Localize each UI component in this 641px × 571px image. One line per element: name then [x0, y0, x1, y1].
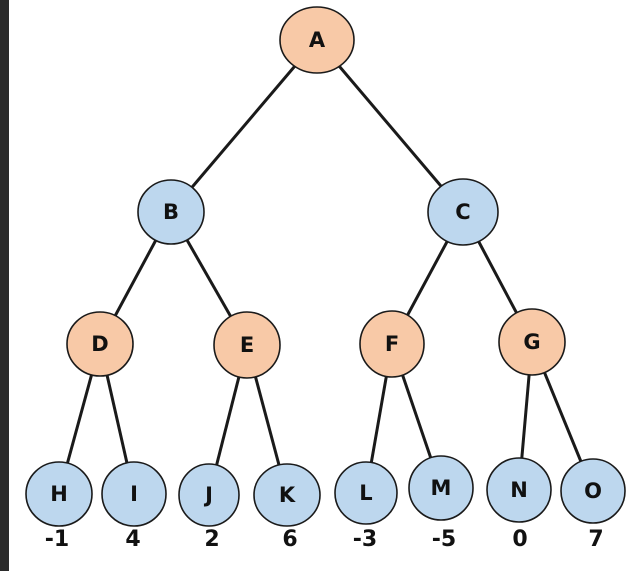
node-h: H	[25, 461, 93, 527]
node-g: G	[498, 308, 566, 376]
node-a: A	[279, 6, 355, 74]
edge-a-b	[169, 39, 319, 213]
node-m: M	[408, 455, 474, 521]
leaf-value-i: 4	[125, 527, 140, 552]
leaf-value-h: -1	[45, 527, 69, 552]
node-g-circle	[498, 308, 566, 376]
leaf-value-m: -5	[432, 527, 456, 552]
tree-diagram-svg: A B C D E F G H I J K L M N O -1 4 2 6 -3 -5 0 7	[25, 6, 626, 552]
leaf-value-o: 7	[588, 527, 603, 552]
edge-a-c	[315, 39, 465, 213]
leaf-values-layer: -1 4 2 6 -3 -5 0 7	[45, 527, 604, 552]
node-n: N	[486, 457, 552, 523]
node-a-label: A	[309, 28, 326, 52]
node-d-circle	[66, 311, 134, 377]
node-i-label: I	[130, 482, 138, 506]
node-n-circle	[486, 457, 552, 523]
node-a-circle	[279, 6, 355, 74]
node-j-circle	[178, 463, 240, 527]
node-b-circle	[137, 179, 205, 245]
node-f-circle	[359, 310, 425, 378]
node-h-circle	[25, 461, 93, 527]
node-e-circle	[213, 311, 281, 379]
node-m-label: M	[431, 476, 452, 500]
node-c: C	[427, 178, 499, 246]
node-f: F	[359, 310, 425, 378]
node-l-circle	[334, 461, 398, 525]
leaf-value-k: 6	[282, 527, 297, 552]
node-l-label: L	[359, 481, 372, 505]
leaf-value-j: 2	[204, 527, 219, 552]
node-n-label: N	[510, 478, 528, 502]
node-j: J	[178, 463, 240, 527]
node-l: L	[334, 461, 398, 525]
node-k-label: K	[279, 483, 296, 507]
node-b: B	[137, 179, 205, 245]
node-e-label: E	[240, 333, 254, 357]
node-d-label: D	[91, 332, 108, 356]
node-d: D	[66, 311, 134, 377]
edges-layer	[57, 39, 595, 496]
tree-diagram: A B C D E F G H I J K L M N O -1 4 2 6 -3 -5 0 7	[9, 0, 641, 571]
node-j-label: J	[203, 483, 213, 507]
node-c-label: C	[455, 200, 470, 224]
leaf-value-l: -3	[353, 527, 377, 552]
node-g-label: G	[523, 330, 540, 354]
node-i: I	[101, 461, 167, 527]
nodes-layer: A B C D E F G H I J K L M N O	[25, 6, 626, 527]
node-o-label: O	[584, 479, 602, 503]
leaf-value-n: 0	[512, 527, 527, 552]
node-h-label: H	[50, 482, 68, 506]
node-i-circle	[101, 461, 167, 527]
node-m-circle	[408, 455, 474, 521]
node-c-circle	[427, 178, 499, 246]
node-e: E	[213, 311, 281, 379]
node-o-circle	[560, 458, 626, 524]
node-k-circle	[253, 463, 321, 527]
node-f-label: F	[385, 332, 399, 356]
node-b-label: B	[163, 200, 179, 224]
node-k: K	[253, 463, 321, 527]
node-o: O	[560, 458, 626, 524]
